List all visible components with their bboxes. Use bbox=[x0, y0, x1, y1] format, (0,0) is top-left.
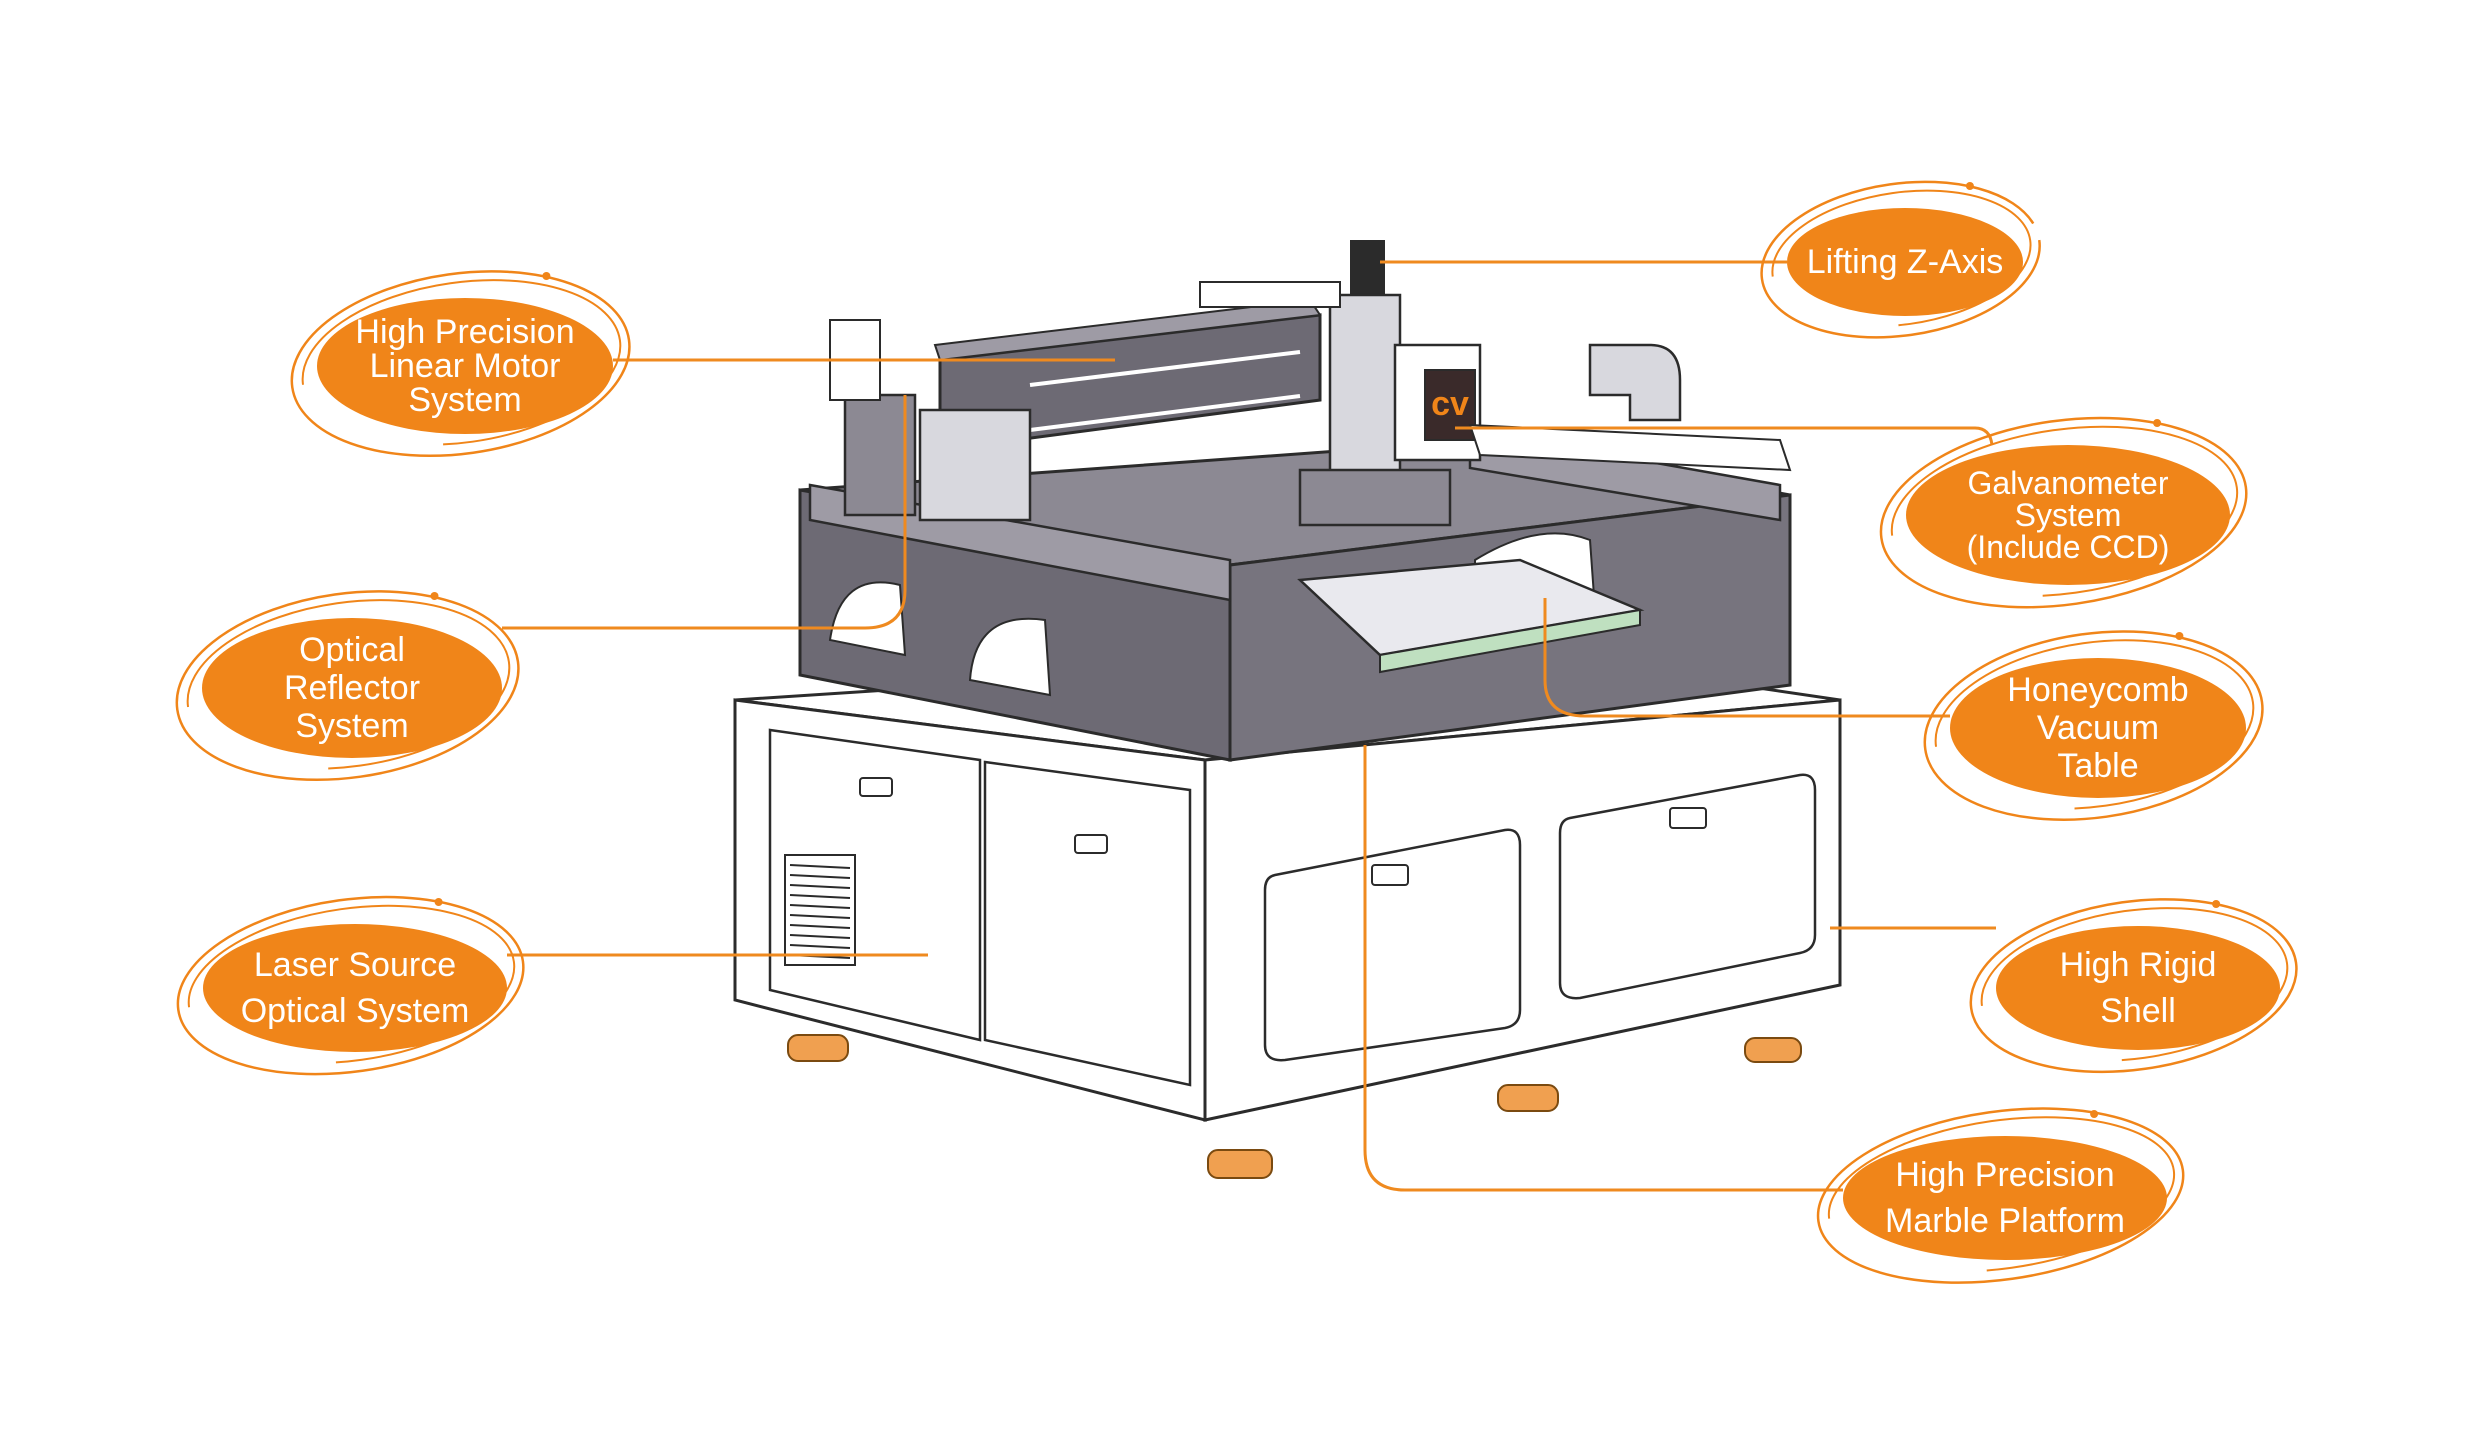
rail-right-track bbox=[1468, 423, 1792, 472]
callout-ring-inner bbox=[186, 599, 511, 770]
callout-optical-reflector bbox=[175, 590, 520, 782]
callout-bubble bbox=[202, 618, 502, 758]
cabinet-right-door-2 bbox=[1558, 773, 1817, 1000]
cabinet-left-door bbox=[983, 760, 1192, 1087]
platform-arch-2 bbox=[968, 617, 1052, 697]
callout-dot bbox=[2175, 632, 2184, 640]
leveling-feet bbox=[787, 1034, 1802, 1179]
z-axis-column bbox=[1328, 293, 1402, 487]
rail-cable-loop bbox=[1588, 343, 1682, 422]
gantry-left-column bbox=[843, 393, 917, 517]
callout-bubble bbox=[317, 298, 613, 434]
callout-bubble bbox=[1843, 1136, 2167, 1260]
callout-ring-inner bbox=[187, 904, 516, 1065]
cabinet-handle-right-2 bbox=[1669, 807, 1707, 829]
callout-ring-outer bbox=[1969, 898, 2298, 1074]
leader-line-high-precision-marble-platform bbox=[1363, 745, 1843, 1192]
callout-high-precision-linear-motor bbox=[290, 270, 631, 458]
callout-bubble bbox=[203, 924, 507, 1052]
leader-line-optical-reflector bbox=[502, 395, 907, 630]
callout-bubbles bbox=[175, 180, 2298, 1284]
callout-high-rigid-shell bbox=[1969, 898, 2298, 1074]
callout-bubble bbox=[1787, 208, 2023, 316]
callout-bubble bbox=[1996, 926, 2280, 1050]
callout-dot bbox=[2153, 419, 2162, 427]
callout-ring-outer bbox=[175, 590, 520, 782]
callout-ring-inner bbox=[301, 279, 622, 446]
callout-ring-outer bbox=[176, 895, 525, 1076]
callout-leader-lines bbox=[502, 260, 1996, 1192]
callout-honeycomb-vacuum-table bbox=[1923, 630, 2264, 821]
z-axis-motor bbox=[1350, 240, 1385, 295]
cabinet-handle-left bbox=[859, 777, 893, 797]
callout-dot bbox=[2212, 900, 2221, 908]
cabinet-right-door-1 bbox=[1263, 828, 1522, 1062]
callout-ring-inner bbox=[1980, 907, 2289, 1062]
cabinet-handle-right-1 bbox=[1371, 864, 1409, 886]
callout-laser-source-optical bbox=[176, 895, 525, 1076]
callout-ring-outer bbox=[1879, 416, 2248, 609]
x-beam-top bbox=[933, 298, 1322, 362]
callout-galvanometer-system bbox=[1879, 416, 2248, 609]
z-axis-top-plate bbox=[1199, 281, 1341, 308]
callout-ring-outer bbox=[290, 270, 631, 458]
cabinet-handle-door bbox=[1074, 834, 1108, 854]
honeycomb-table-edge bbox=[1379, 608, 1641, 674]
platform-arch-1 bbox=[828, 581, 907, 657]
callout-ring-outer bbox=[1923, 630, 2264, 821]
galvanometer-logo: cv bbox=[1431, 385, 1469, 423]
vent-slats bbox=[789, 864, 851, 959]
callout-dot bbox=[2090, 1110, 2099, 1118]
leader-line-honeycomb-vacuum-table bbox=[1543, 598, 1950, 718]
x-beam-rail bbox=[1029, 350, 1301, 387]
callout-ring-inner bbox=[1934, 639, 2255, 810]
x-beam-rail-2 bbox=[1029, 394, 1301, 432]
callout-dot bbox=[542, 272, 551, 280]
callout-bubble bbox=[1950, 658, 2246, 798]
callout-high-precision-marble-platform bbox=[1816, 1107, 2185, 1284]
callout-dot bbox=[1965, 182, 1974, 190]
callout-ring-inner bbox=[1771, 189, 2032, 328]
callout-dot bbox=[434, 898, 443, 906]
gantry-left-carriage bbox=[918, 408, 1032, 522]
callout-bubble bbox=[1906, 445, 2230, 585]
callout-ring-inner bbox=[1890, 425, 2239, 598]
laser-machine: cv bbox=[733, 240, 1842, 1179]
z-axis-base bbox=[1298, 468, 1452, 527]
callout-ring-outer bbox=[1816, 1107, 2185, 1284]
callout-lifting-z-axis bbox=[1760, 180, 2041, 339]
callout-ring-outer bbox=[1760, 180, 2041, 339]
callout-dot bbox=[430, 592, 439, 600]
callout-ring-inner bbox=[1827, 1116, 2176, 1273]
leader-line-galvanometer-system bbox=[1455, 426, 1994, 446]
